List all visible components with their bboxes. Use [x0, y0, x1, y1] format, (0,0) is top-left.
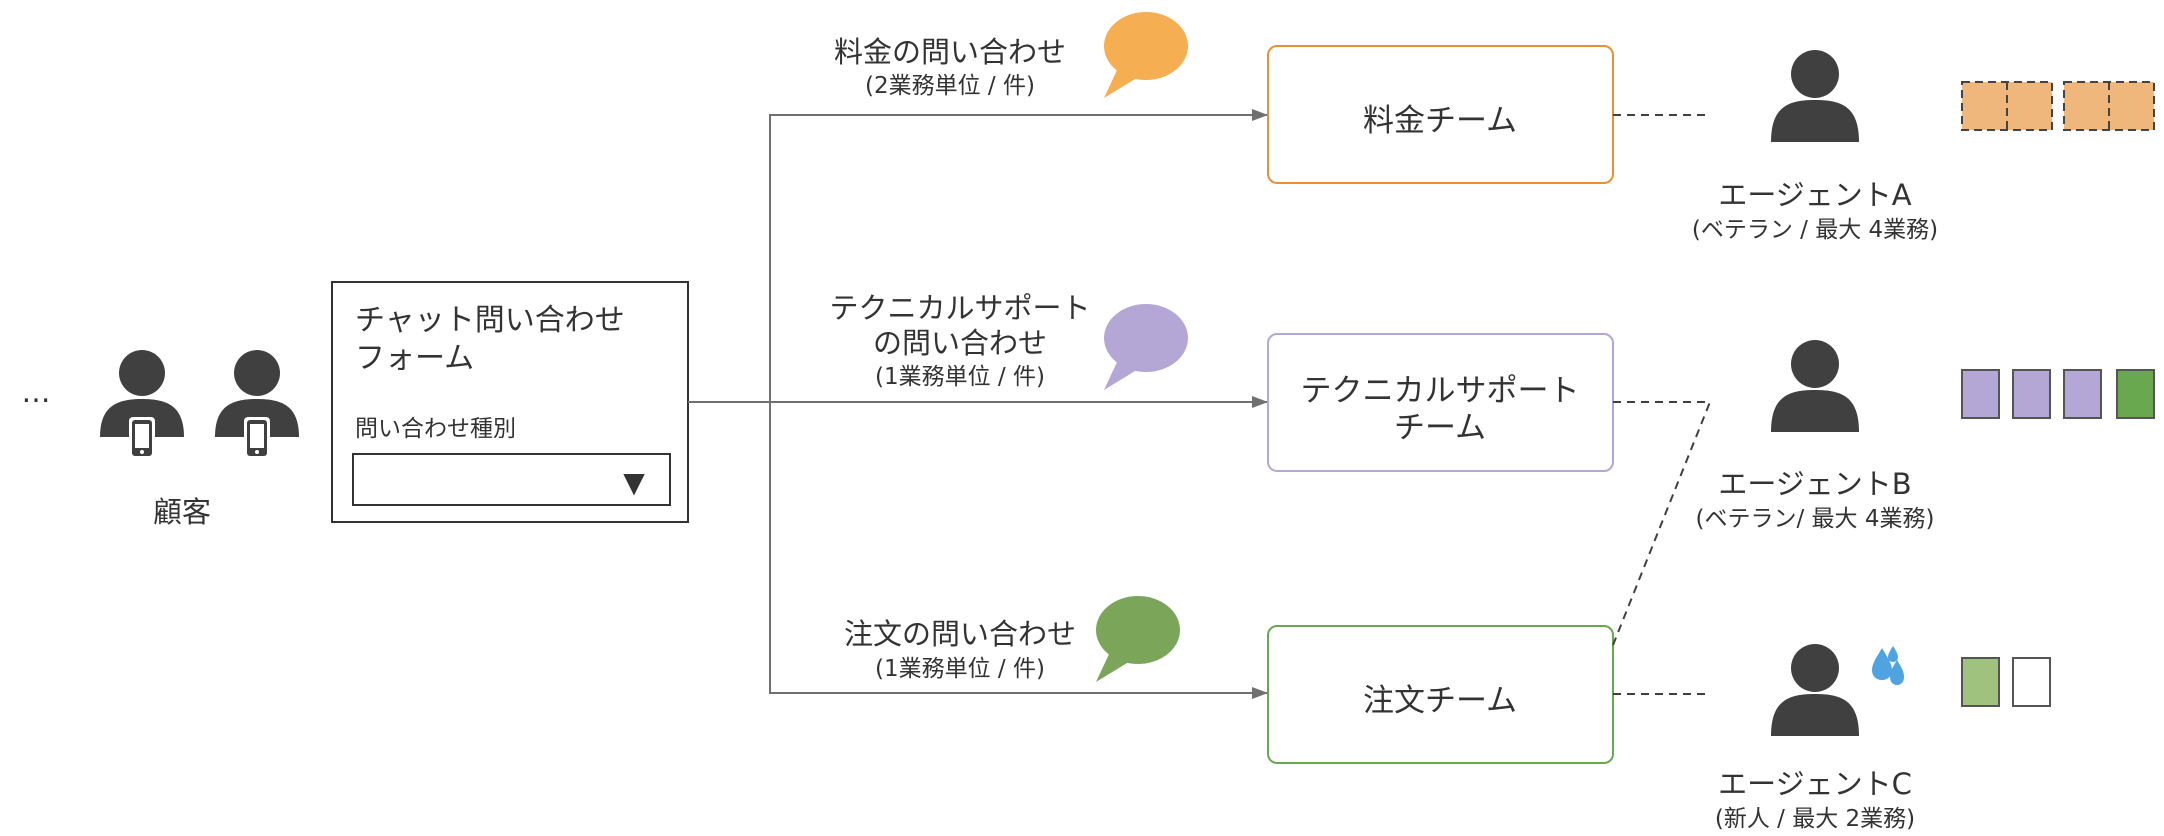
agent-c: エージェントC (新人 / 最大 2業務)	[1715, 644, 1915, 832]
order-inquiry-units: (1業務単位 / 件)	[875, 656, 1045, 682]
billing-inquiry-units: (2業務単位 / 件)	[865, 73, 1035, 99]
tech-inquiry-label: テクニカルサポート の問い合わせ (1業務単位 / 件)	[829, 291, 1188, 390]
billing-inquiry-title: 料金の問い合わせ	[834, 35, 1066, 69]
tech-inquiry-title-line1: テクニカルサポート	[829, 291, 1090, 325]
billing-team-label: 料金チーム	[1363, 103, 1517, 139]
inquiry-type-select[interactable]: ▼	[352, 453, 671, 506]
inquiry-type-label: 問い合わせ種別	[355, 416, 516, 442]
agent-c-detail: (新人 / 最大 2業務)	[1715, 806, 1915, 832]
tech-team-box: テクニカルサポート チーム	[1267, 333, 1614, 472]
tech-team-label-line2: チーム	[1394, 410, 1486, 446]
person-icon	[1771, 50, 1859, 142]
tech-team-label-line1: テクニカルサポート	[1301, 373, 1580, 409]
agent-a-workload	[1961, 81, 2155, 131]
agent-a-detail: (ベテラン / 最大 4業務)	[1692, 217, 1938, 243]
tech-inquiry-units: (1業務単位 / 件)	[875, 364, 1045, 390]
tech-inquiry-title-line2: の問い合わせ	[873, 326, 1047, 360]
billing-inquiry-label: 料金の問い合わせ (2業務単位 / 件)	[834, 12, 1188, 99]
person-icon	[1771, 644, 1859, 736]
customer-icon-2	[215, 350, 299, 459]
billing-task	[2063, 81, 2155, 131]
agent-b-name: エージェントB	[1718, 467, 1911, 501]
billing-team-box: 料金チーム	[1267, 45, 1614, 184]
tech-task	[2063, 369, 2102, 419]
routing-connectors	[688, 109, 1268, 699]
agent-a: エージェントA (ベテラン / 最大 4業務)	[1692, 50, 1938, 243]
tech-task	[1961, 369, 2000, 419]
form-title-line2: フォーム	[355, 341, 474, 376]
order-task	[2116, 369, 2155, 419]
order-inquiry-label: 注文の問い合わせ (1業務単位 / 件)	[844, 596, 1180, 682]
agent-a-name: エージェントA	[1718, 178, 1911, 212]
agent-c-workload	[1961, 657, 2051, 707]
billing-task	[1961, 81, 2053, 131]
chat-inquiry-form: チャット問い合わせ フォーム 問い合わせ種別 ▼	[331, 281, 689, 523]
agent-b-workload	[1961, 369, 2155, 419]
customer-label: 顧客	[153, 495, 211, 529]
smartphone-icon	[129, 417, 155, 459]
agent-b: エージェントB (ベテラン/ 最大 4業務)	[1696, 340, 1935, 532]
agent-c-name: エージェントC	[1718, 767, 1912, 801]
speech-bubble-icon	[1104, 304, 1188, 390]
order-task	[1961, 657, 2000, 707]
agent-b-detail: (ベテラン/ 最大 4業務)	[1696, 506, 1935, 532]
form-title-line1: チャット問い合わせ	[355, 303, 625, 338]
smartphone-icon	[244, 417, 270, 459]
arrow-to-billing-team	[769, 109, 1268, 402]
tech-task	[2012, 369, 2051, 419]
order-inquiry-title: 注文の問い合わせ	[844, 617, 1076, 651]
person-icon	[1771, 340, 1859, 432]
customer-icon-1	[100, 350, 184, 459]
dropdown-arrow-icon[interactable]: ▼	[623, 466, 645, 499]
speech-bubble-icon	[1096, 596, 1180, 682]
link-order-agent-b	[1612, 401, 1711, 646]
customer-group: 顧客	[100, 350, 299, 529]
arrow-to-order-team	[769, 402, 1268, 699]
order-team-label: 注文チーム	[1363, 683, 1517, 719]
order-team-box: 注文チーム	[1267, 625, 1614, 764]
ellipsis: …	[22, 375, 51, 409]
sweat-drops-icon	[1872, 646, 1904, 685]
speech-bubble-icon	[1104, 12, 1188, 98]
team-agent-links	[1612, 114, 1711, 695]
empty-task-slot	[2012, 657, 2051, 707]
